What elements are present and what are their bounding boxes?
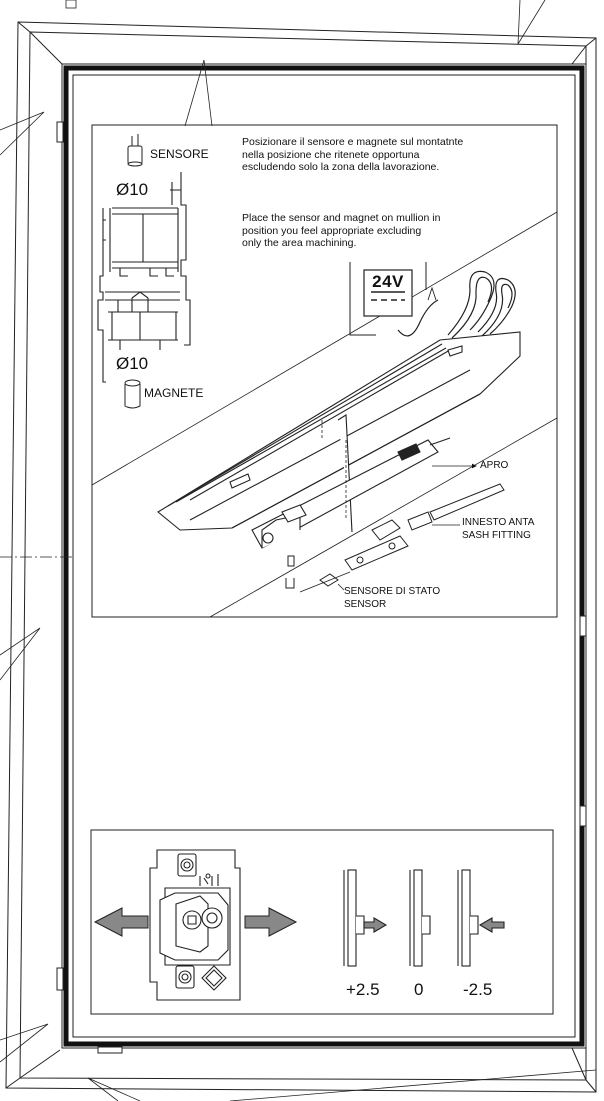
position-minus [457,869,505,967]
mullion-profile-section [97,172,191,383]
sash-fitting-label-it: INNESTO ANTA [462,517,535,528]
instructions-english: Place the sensor and magnet on mullion i… [242,212,441,249]
position-plus [343,869,388,967]
sensor-icon [127,134,143,167]
adjust-left-arrow [93,907,149,937]
sash-fitting-parts [285,483,505,593]
hole-diameter-top: Ø10 [116,180,149,199]
sensor-label: SENSORE [150,147,209,161]
adjust-value-minus: -2.5 [463,980,493,999]
power-supply-box [349,262,427,336]
magnet-label: MAGNETE [144,386,204,400]
adjust-value-plus: +2.5 [346,980,380,999]
instructions-italian: Posizionare il sensore e magnete sul mon… [242,136,464,173]
magnet-icon [124,379,141,409]
status-sensor-label-it: SENSORE DI STATO [344,586,441,597]
hole-diameter-bottom: Ø10 [116,354,149,373]
voltage-label: 24V [372,272,404,291]
adjust-right-arrow [244,907,298,937]
position-zero [409,869,431,967]
operator-housing [157,331,521,533]
leader-lines [321,420,477,591]
status-sensor-label-en: SENSOR [344,599,387,610]
drive-carriage [251,437,451,549]
apro-label: APRO [480,460,509,471]
strike-plate [149,849,241,1001]
sash-fitting-label-en: SASH FITTING [462,530,531,541]
cable-loops [397,270,516,339]
adjust-value-zero: 0 [414,980,424,999]
